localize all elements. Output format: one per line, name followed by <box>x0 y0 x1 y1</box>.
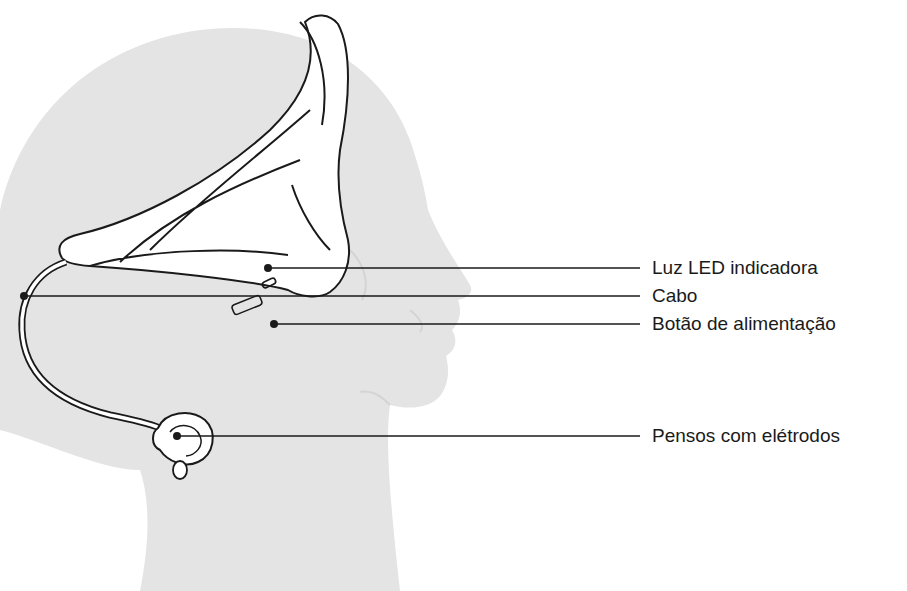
leader-lines <box>22 268 640 378</box>
part-label: Luz LED indicadora <box>652 257 818 279</box>
led-indicator <box>261 277 276 288</box>
device-edge <box>90 22 330 266</box>
cable-inner <box>22 262 160 428</box>
electrode-pad-inner <box>170 426 201 456</box>
electrode-pad <box>153 413 213 464</box>
part-label: Botão de alimentação <box>652 313 836 335</box>
cable <box>22 262 160 428</box>
part-label: Pensos com elétrodos <box>652 425 840 447</box>
leader-dots <box>20 264 278 440</box>
device-headband <box>59 15 349 296</box>
leader-lines-2 <box>24 296 640 436</box>
electrode-tab <box>173 461 187 479</box>
power-button <box>231 295 263 316</box>
part-label: Cabo <box>652 285 697 307</box>
head-silhouette <box>0 28 471 591</box>
face-detail <box>350 250 422 405</box>
